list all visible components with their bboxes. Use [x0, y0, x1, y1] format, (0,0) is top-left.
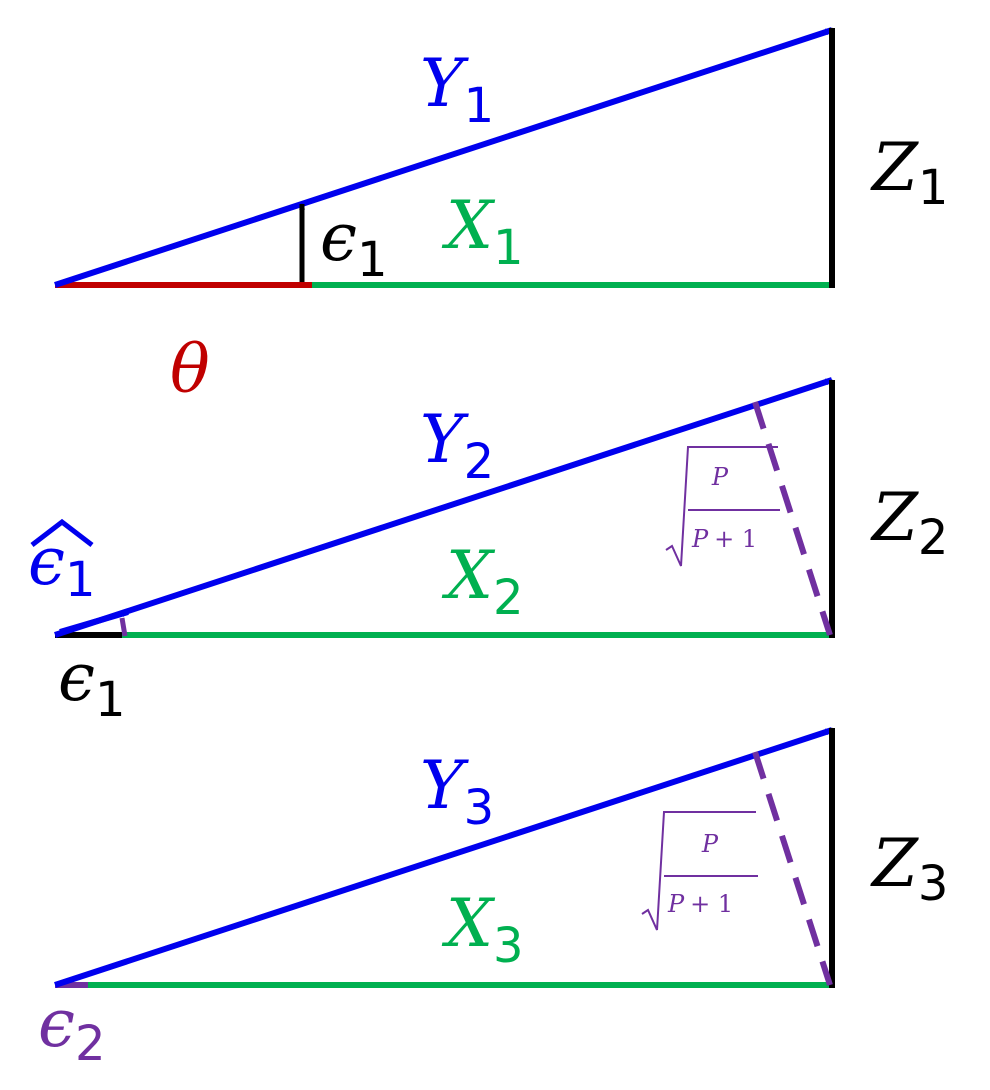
y1-label: Y1: [420, 45, 494, 134]
eps1-label: ϵ1: [320, 199, 388, 288]
sqrt-fraction-2: P P+ 1: [665, 446, 780, 567]
theta-label: θ: [170, 331, 210, 408]
radical-sign-3: [641, 811, 756, 931]
x3-label: X3: [441, 885, 524, 974]
eps2-label: ϵ2: [38, 985, 106, 1072]
dashed-projection-2: [752, 401, 833, 636]
y1-vector: [54, 27, 833, 288]
eps1-hat-vector: [59, 609, 129, 635]
z3-label: Z3: [870, 825, 948, 912]
y2-vector: [54, 377, 833, 638]
fraction-denominator-3: P+ 1: [667, 890, 733, 918]
x1-label: X1: [441, 187, 524, 276]
sqrt-fraction-3: P P+ 1: [641, 811, 758, 931]
y3-label: Y3: [420, 747, 494, 836]
radical-sign-2: [665, 446, 778, 567]
fraction-numerator-2: P: [711, 463, 729, 491]
dashed-projection-3: [752, 751, 833, 986]
z2-label: Z2: [870, 479, 948, 566]
hat-mark: [30, 518, 94, 547]
eps1-mid-label: ϵ1: [58, 639, 126, 728]
small-purple-tick: [119, 617, 128, 637]
z1-label: Z1: [870, 129, 948, 216]
eps1-hat-label: ϵ1: [28, 523, 96, 608]
y2-label: Y2: [420, 401, 494, 490]
x2-label: X2: [441, 537, 524, 626]
fraction-denominator-2: P+ 1: [691, 525, 757, 553]
panel-2: Y2 Z2 X2 ϵ1 ϵ1 P P+ 1: [28, 377, 948, 728]
panel-3: Y3 Z3 X3 ϵ2 P P+ 1: [38, 727, 948, 1072]
y3-vector: [54, 727, 833, 988]
fraction-numerator-3: P: [701, 830, 719, 858]
panel-1: Y1 Z1 X1 ϵ1 θ: [54, 27, 948, 408]
